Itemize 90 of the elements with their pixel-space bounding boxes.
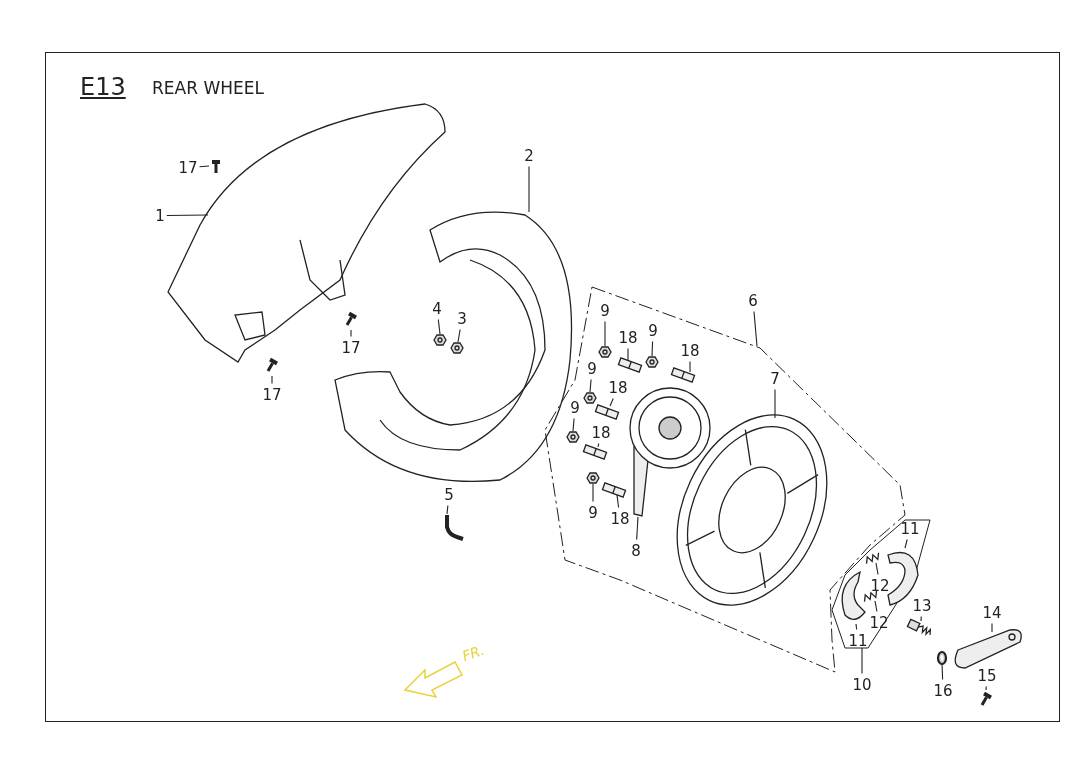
leader-line <box>861 647 863 675</box>
callout-number: 16 <box>933 681 953 700</box>
callout-number: 2 <box>524 146 534 165</box>
callout-number: 11 <box>900 519 920 538</box>
callout-number: 8 <box>631 541 641 560</box>
leader-line <box>627 347 629 362</box>
callout-number: 18 <box>610 509 630 528</box>
stud-bolt-drawing <box>594 404 620 420</box>
screw-drawing <box>212 160 220 173</box>
leader-line <box>636 516 639 541</box>
callout-number: 18 <box>618 328 638 347</box>
rear-fender-drawing <box>167 103 446 363</box>
leader-line <box>753 310 758 347</box>
callout-number: 1 <box>155 206 165 225</box>
leader-line <box>991 622 993 633</box>
callout-number: 13 <box>912 596 932 615</box>
nut-drawing <box>566 431 580 443</box>
callout-number: 15 <box>977 666 997 685</box>
leader-line <box>446 504 449 515</box>
bolt-drawing <box>980 691 992 706</box>
leader-line <box>875 562 879 576</box>
leader-line <box>597 442 600 448</box>
nut-drawing <box>598 346 612 358</box>
callout-number: 9 <box>588 503 598 522</box>
leader-line <box>166 214 209 216</box>
leader-line <box>985 685 987 691</box>
leader-line <box>572 417 575 432</box>
brake-shoe-drawing <box>841 571 866 620</box>
leader-line <box>616 494 620 509</box>
leader-line <box>592 483 594 503</box>
leader-line <box>350 329 352 338</box>
callout-number: 11 <box>848 631 868 650</box>
stud-bolt-drawing <box>670 367 696 383</box>
callout-number: 9 <box>587 359 597 378</box>
direction-label: FR. <box>459 641 487 665</box>
callout-number: 10 <box>852 675 872 694</box>
diagram-title: REAR WHEEL <box>152 78 264 98</box>
callout-number: 18 <box>680 341 700 360</box>
leader-line <box>609 397 614 407</box>
tire-drawing <box>334 211 573 483</box>
stud-bolt-drawing <box>582 444 608 460</box>
brake-cam-drawing <box>906 618 932 636</box>
spring-drawing <box>865 552 880 565</box>
screw-drawing <box>345 311 357 326</box>
leader-line <box>457 328 461 343</box>
spring-drawing <box>863 590 878 603</box>
callout-number: 9 <box>600 301 610 320</box>
wheel-rim-drawing <box>676 414 828 606</box>
callout-number: 6 <box>748 291 758 310</box>
wheel-hub-drawing <box>629 387 711 517</box>
screw-drawing <box>266 357 278 372</box>
leader-line <box>604 320 606 347</box>
leader-line <box>437 318 441 335</box>
callout-number: 5 <box>444 485 454 504</box>
callout-number: 17 <box>262 385 282 404</box>
leader-line <box>920 615 922 622</box>
callout-number: 12 <box>870 576 890 595</box>
leader-line <box>774 388 776 419</box>
callout-number: 3 <box>457 309 467 328</box>
leader-line <box>904 538 908 549</box>
nut-drawing <box>433 334 447 346</box>
stud-bolt-drawing <box>601 482 627 498</box>
leader-line <box>941 662 944 681</box>
callout-number: 18 <box>591 423 611 442</box>
callout-number: 9 <box>648 321 658 340</box>
callout-number: 9 <box>570 398 580 417</box>
leader-line <box>874 600 878 613</box>
callout-number: 7 <box>770 369 780 388</box>
nut-drawing <box>450 342 464 354</box>
washer-drawing <box>936 650 948 666</box>
callout-number: 4 <box>432 299 442 318</box>
callout-number: 17 <box>178 158 198 177</box>
brake-lever-drawing <box>954 629 1022 669</box>
leader-line <box>689 360 691 373</box>
leader-line <box>528 165 530 213</box>
nut-drawing <box>645 356 659 368</box>
valve-drawing <box>445 515 464 541</box>
leader-line <box>651 340 654 357</box>
figure-number: E13 <box>80 73 126 101</box>
leader-line <box>271 375 273 385</box>
callout-number: 14 <box>982 603 1002 622</box>
leader-line <box>855 623 858 631</box>
callout-number: 17 <box>341 338 361 357</box>
stud-bolt-drawing <box>617 357 643 373</box>
nut-drawing <box>583 392 597 404</box>
callout-number: 18 <box>608 378 628 397</box>
leader-line <box>589 378 592 393</box>
leader-line <box>199 165 210 168</box>
assembly-outline <box>831 519 931 650</box>
nut-drawing <box>586 472 600 484</box>
